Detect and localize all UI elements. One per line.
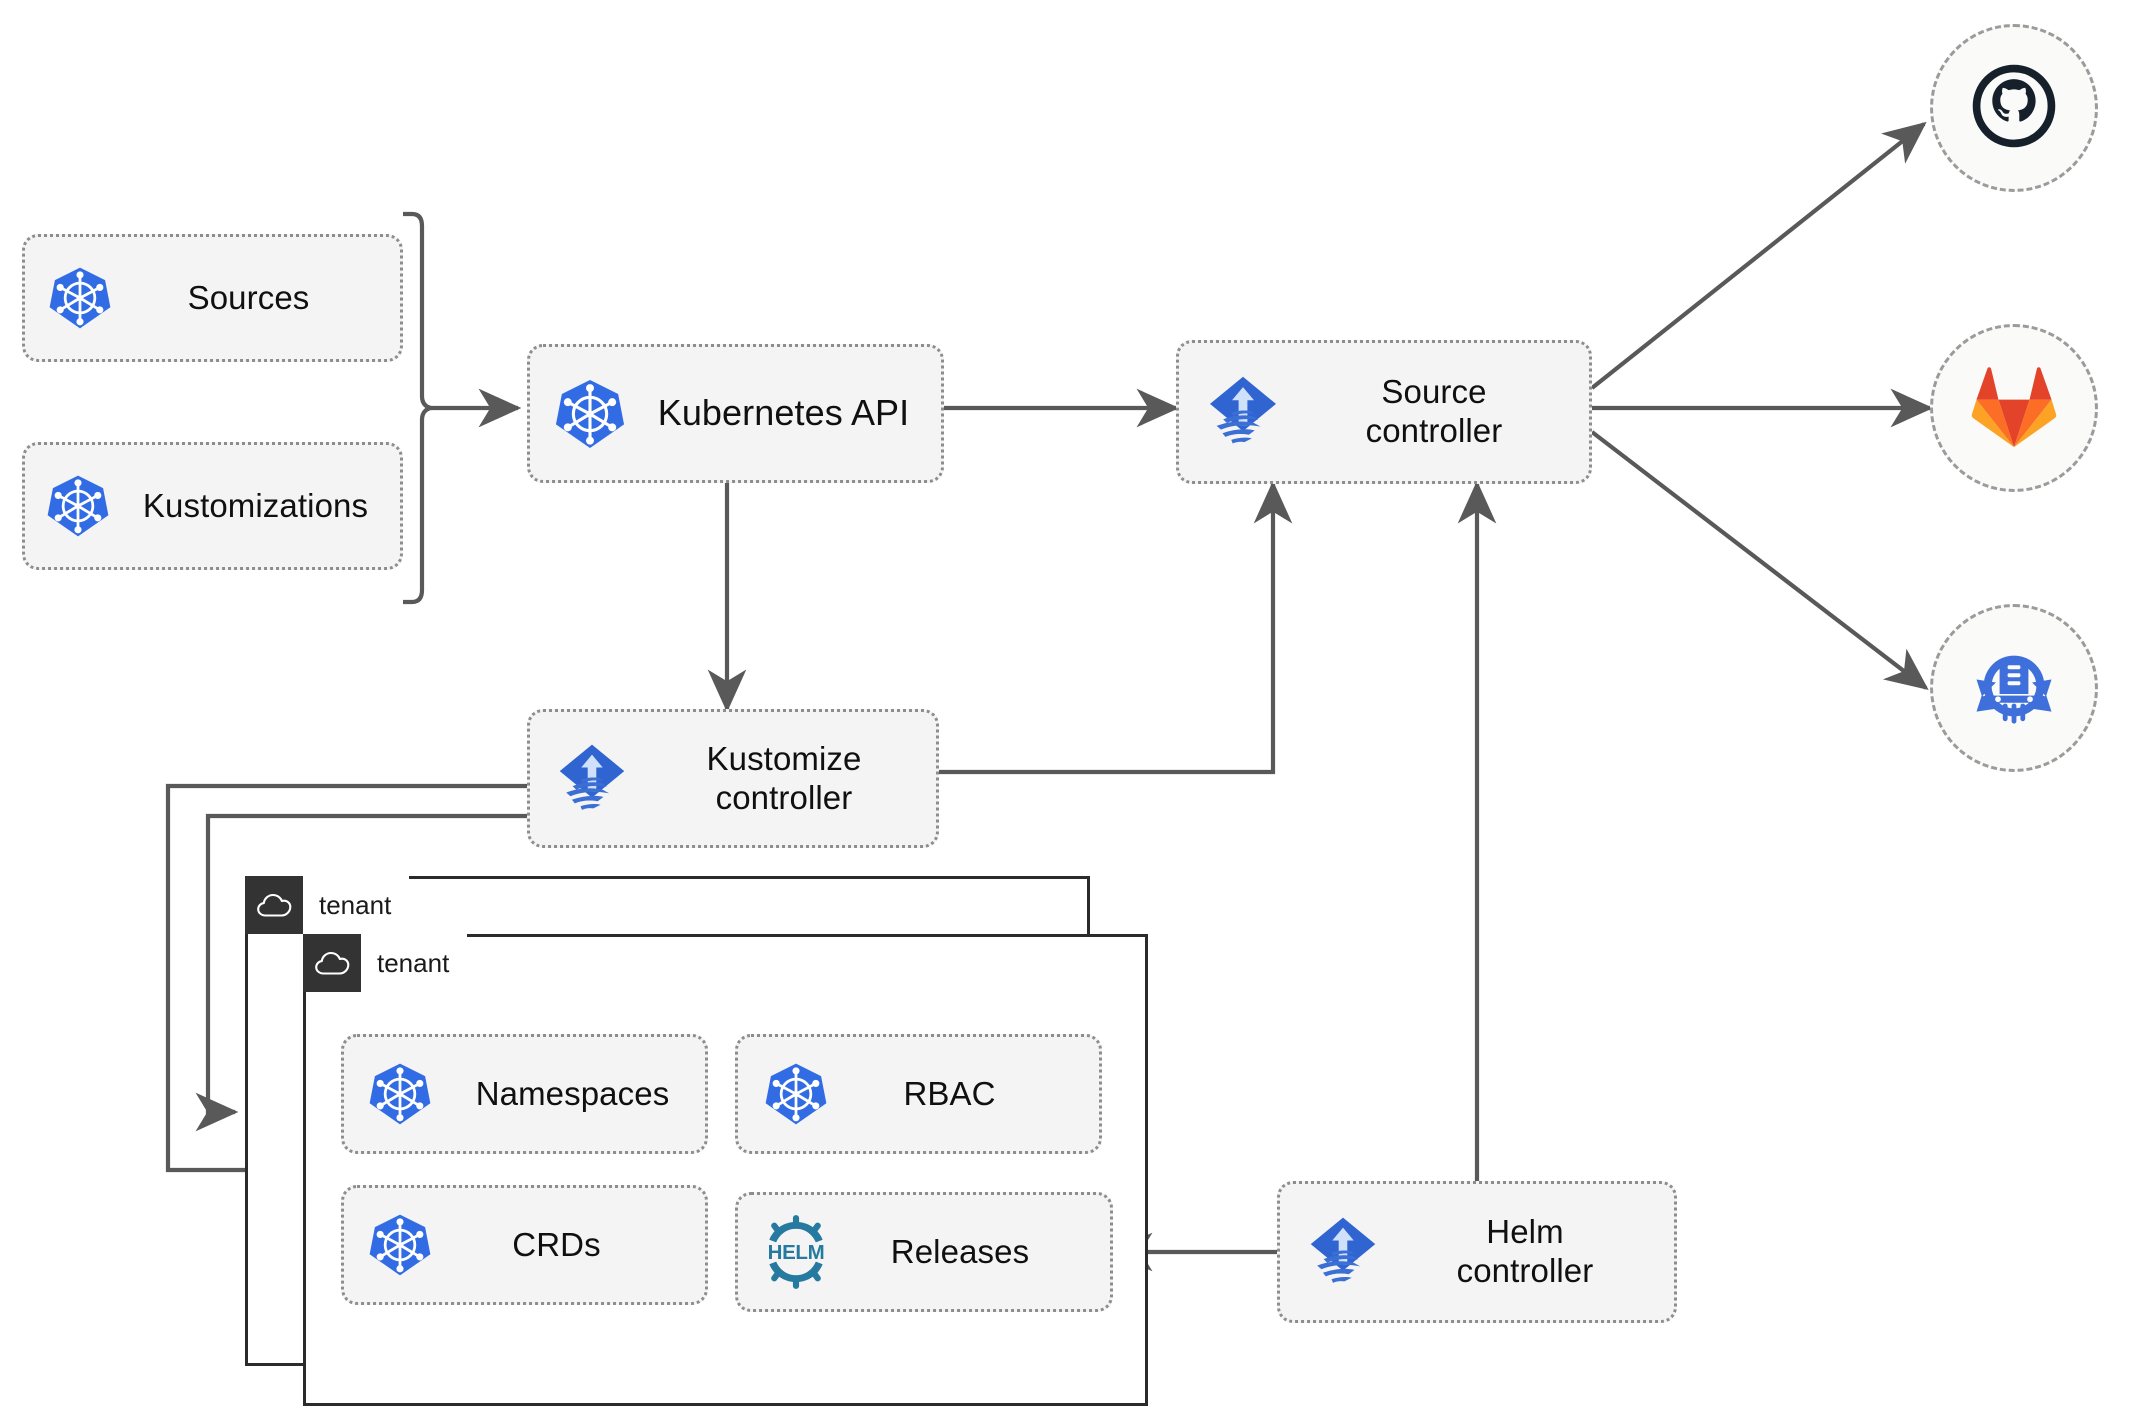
kubernetes-icon — [25, 473, 131, 539]
kubernetes-icon — [344, 1212, 456, 1278]
node-namespaces[interactable]: Namespaces — [341, 1034, 708, 1154]
node-label: RBAC — [903, 1074, 996, 1112]
node-label: Releases — [890, 1232, 1030, 1270]
svg-text:HELM: HELM — [768, 1241, 825, 1264]
node-label: Helm controller — [1456, 1213, 1594, 1289]
node-crds[interactable]: CRDs — [341, 1185, 708, 1305]
node-label: Sources — [187, 278, 310, 316]
flux-icon — [1280, 1209, 1406, 1295]
node-helm-controller[interactable]: Helm controller — [1277, 1181, 1677, 1323]
kubernetes-icon — [344, 1061, 456, 1127]
provider-github[interactable] — [1930, 24, 2098, 192]
flux-icon — [530, 736, 654, 822]
tenant-label: tenant — [319, 890, 392, 920]
node-kustomize-controller[interactable]: Kustomize controller — [527, 709, 939, 848]
node-label: Namespaces — [475, 1074, 670, 1112]
cloud-icon — [245, 876, 303, 934]
kubernetes-icon — [530, 377, 650, 451]
helm-icon: HELM — [738, 1211, 854, 1293]
cloud-icon — [303, 934, 361, 992]
tenant-panel-inner: tenant — [303, 934, 1148, 1406]
kubernetes-icon — [25, 265, 135, 331]
node-label: Kustomizations — [142, 486, 369, 524]
github-icon — [1966, 58, 2062, 159]
node-label: Kubernetes API — [657, 392, 910, 434]
provider-helm-repository[interactable] — [1930, 604, 2098, 772]
tenant-label: tenant — [377, 948, 450, 978]
node-source-controller[interactable]: Source controller — [1176, 340, 1592, 484]
node-label: Source controller — [1365, 373, 1503, 449]
node-releases[interactable]: HELM Releases — [735, 1192, 1113, 1312]
tenant-tab: tenant — [245, 876, 410, 934]
node-label: Kustomize controller — [706, 739, 862, 816]
node-sources[interactable]: Sources — [22, 234, 403, 362]
node-kubernetes-api[interactable]: Kubernetes API — [527, 344, 944, 483]
flux-icon — [1179, 368, 1307, 456]
gitlab-icon — [1968, 363, 2060, 454]
tenant-tab: tenant — [303, 934, 468, 992]
node-label: CRDs — [512, 1225, 601, 1263]
node-rbac[interactable]: RBAC — [735, 1034, 1102, 1154]
provider-gitlab[interactable] — [1930, 324, 2098, 492]
node-kustomizations[interactable]: Kustomizations — [22, 442, 403, 570]
helm-repository-icon — [1966, 638, 2062, 739]
kubernetes-icon — [738, 1061, 854, 1127]
